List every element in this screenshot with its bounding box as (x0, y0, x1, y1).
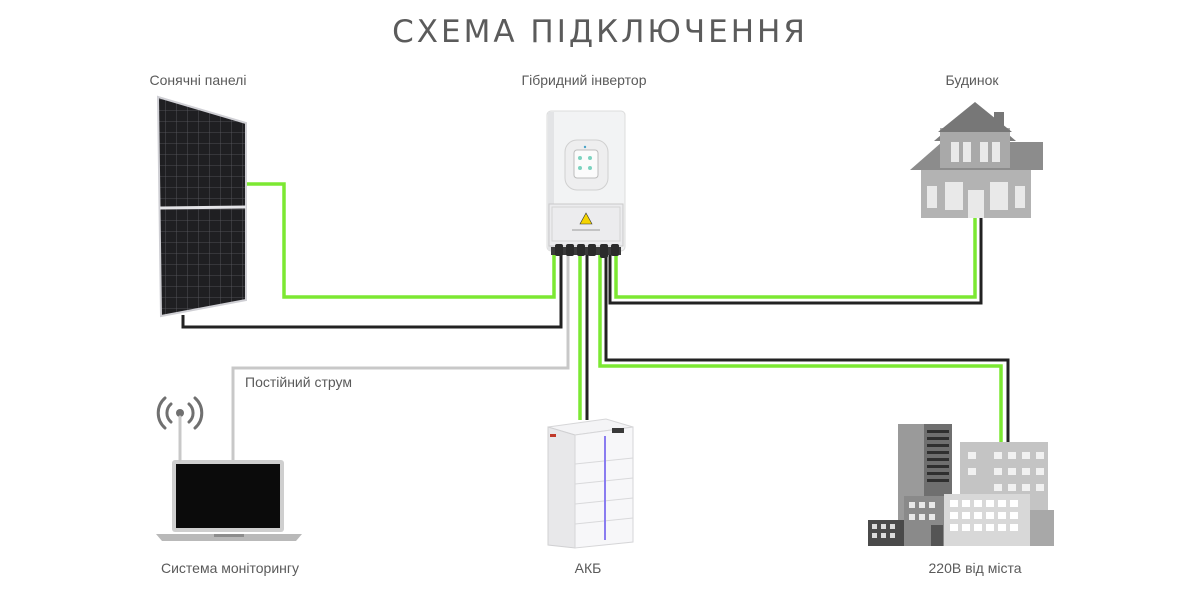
solar-panels-label: Сонячні панелі (149, 72, 247, 88)
house-label: Будинок (945, 72, 999, 88)
house-phase-wire (614, 218, 977, 299)
grid-neutral-wire (604, 250, 1010, 442)
direct-current-label: Постійний струм (245, 374, 352, 390)
solar-phase-wire (246, 182, 556, 299)
battery-stack-icon (547, 418, 634, 549)
house-icon (910, 102, 1043, 218)
hybrid-inverter-icon (546, 110, 626, 258)
wires (181, 182, 1010, 460)
city-grid-icon (868, 424, 1054, 546)
solar-neutral-wire (181, 250, 563, 329)
house-neutral-wire (608, 218, 983, 305)
monitoring-laptop-icon (156, 460, 302, 541)
wifi-signal-icon (156, 396, 204, 462)
diagram-title: СХЕМА ПІДКЛЮЧЕННЯ (392, 14, 808, 50)
monitoring-signal-wire (231, 250, 570, 460)
hybrid-inverter-label: Гібридний інвертор (521, 72, 647, 88)
city-grid-label: 220В від міста (928, 560, 1022, 576)
solar-panel-icon (156, 95, 247, 318)
battery-label: АКБ (574, 560, 602, 576)
grid-phase-wire (598, 250, 1003, 442)
monitoring-system-label: Система моніторингу (160, 560, 300, 576)
